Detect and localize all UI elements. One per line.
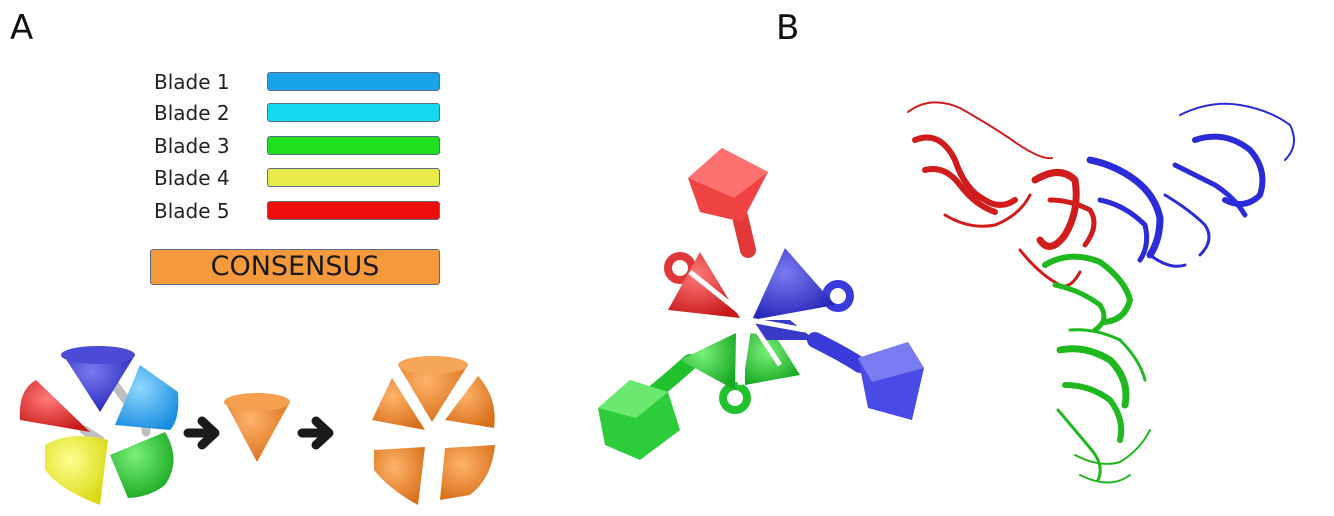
blade-cone-red: [19, 380, 90, 432]
trimer-cubes: [598, 148, 924, 460]
legend-color-bar: [267, 72, 440, 91]
legend-color-bar: [267, 168, 440, 187]
trimer-schematic: [598, 148, 924, 460]
legend-label: Blade 1: [154, 70, 230, 94]
consensus-cone: [224, 393, 290, 462]
multicolor-propeller: [19, 346, 179, 505]
arrow-icon-2: [297, 416, 334, 450]
legend-label: Blade 5: [154, 199, 230, 223]
ribbon-green-domain: [1042, 253, 1151, 484]
trimer-gaps: [688, 270, 806, 386]
blade-cone-green: [110, 432, 174, 498]
arrow-icon-1: [183, 416, 220, 450]
legend-label: Blade 4: [154, 166, 230, 190]
legend-label: Blade 3: [154, 134, 230, 158]
legend-color-bar: [267, 201, 440, 220]
orange-propeller: [372, 356, 495, 505]
ribbon-red-domain: [907, 101, 1097, 288]
protein-ribbon-structure: [907, 101, 1295, 484]
panel-label-b: B: [776, 8, 800, 48]
legend-label: Blade 2: [154, 101, 230, 125]
ribbon-blue-domain: [1086, 102, 1295, 268]
blade-cone-yellow: [45, 436, 108, 505]
panel-label-a: A: [10, 8, 34, 48]
legend-color-bar: [267, 103, 440, 122]
consensus-box: CONSENSUS: [150, 249, 440, 285]
blade-cone-blue: [62, 349, 135, 412]
blade-cone-cyan: [115, 365, 179, 430]
legend-color-bar: [267, 136, 440, 155]
blade-cone-blue-top: [61, 346, 135, 364]
